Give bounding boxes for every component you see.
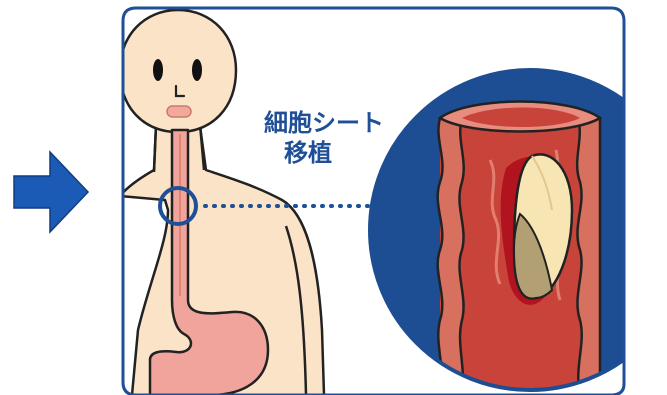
label-line-2: 移植 [284,139,332,167]
left-eye [153,59,163,81]
arrow-right-icon [14,152,88,232]
illustration-panel: 細胞シート 移植 [118,8,667,395]
right-eye [192,59,202,81]
label-line-1: 細胞シート [264,109,384,137]
